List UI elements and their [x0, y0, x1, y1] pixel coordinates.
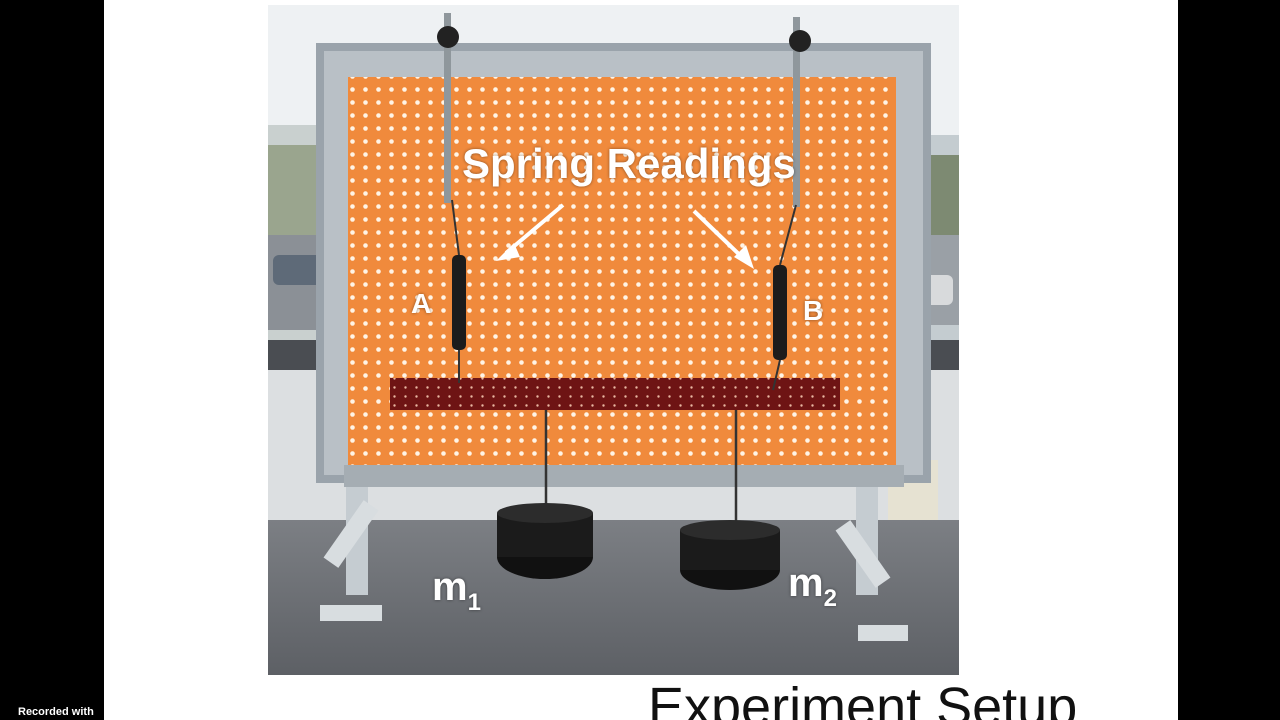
experiment-photo: Spring Readings A B m1 m2 — [268, 5, 959, 675]
spring-a-label: A — [411, 288, 432, 319]
mass-2-label: m2 — [788, 563, 837, 611]
spring-readings-label: Spring Readings — [462, 140, 796, 187]
mass-1-label: m1 — [432, 567, 481, 615]
mass-2-subscript: 2 — [823, 585, 837, 612]
spring-b-label: B — [803, 295, 824, 326]
experiment-photo-drawing — [268, 5, 959, 675]
recorder-watermark: Recorded with — [18, 706, 94, 718]
mass-2-symbol: m — [788, 561, 824, 605]
mass-1-symbol: m — [432, 565, 468, 609]
slide-title: Experiment Setup — [648, 677, 1078, 720]
mass-1-subscript: 1 — [467, 589, 481, 616]
slide: Spring Readings A B m1 m2 Experiment Set… — [104, 0, 1178, 720]
